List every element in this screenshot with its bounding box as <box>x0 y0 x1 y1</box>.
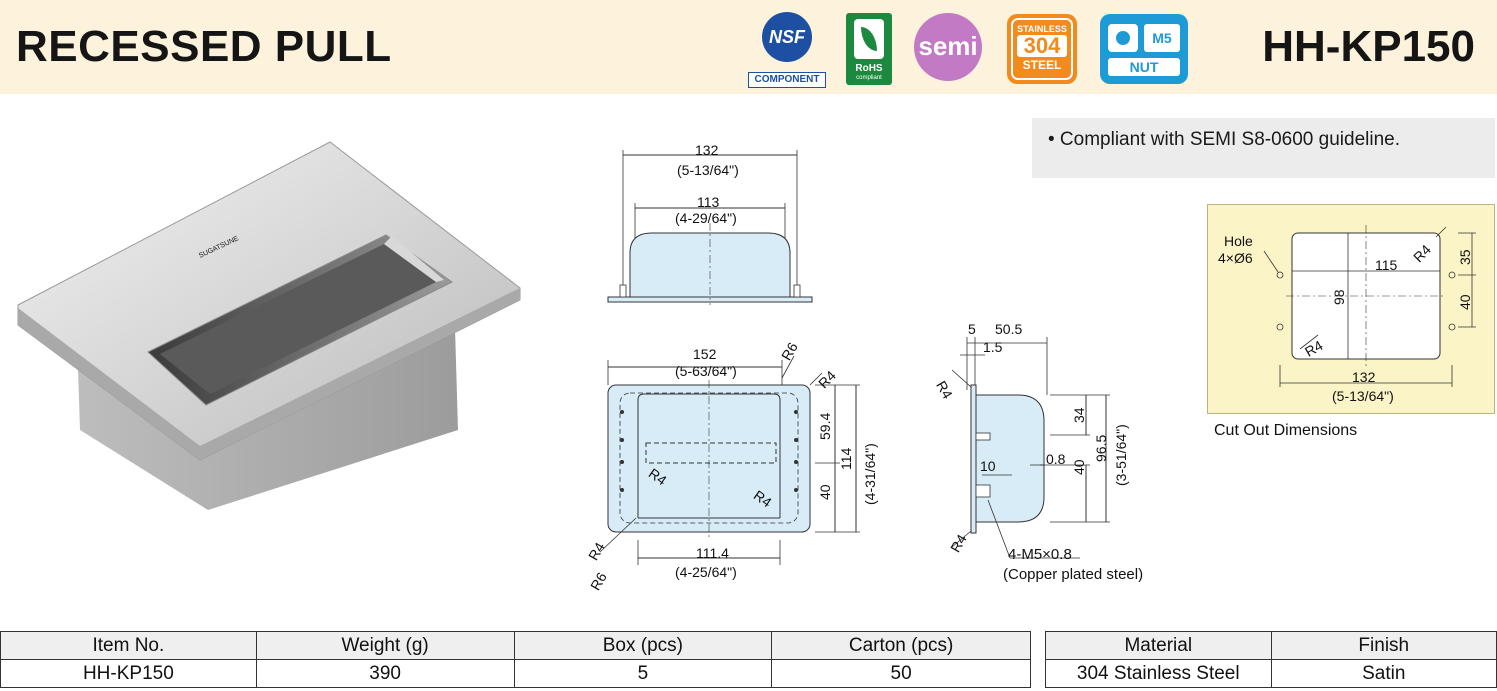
rohs-label: RoHS <box>855 63 883 74</box>
stainless-label: STAINLESS <box>1017 24 1067 34</box>
page-title: RECESSED PULL <box>16 22 392 71</box>
dim-side-40: 40 <box>1071 459 1087 475</box>
side-view-drawing <box>951 337 1110 559</box>
dim-side-5: 5 <box>968 321 976 337</box>
dim-side-0-8: 0.8 <box>1046 451 1066 467</box>
table-row: 304 Stainless Steel Satin <box>1045 659 1497 688</box>
cutout-hole-label: Hole <box>1224 233 1253 249</box>
dim-top-outer: 132 <box>695 142 719 158</box>
nsf-component-label: COMPONENT <box>748 72 826 88</box>
dim-front-upper-height: 59.4 <box>817 412 833 440</box>
cutout-caption: Cut Out Dimensions <box>1214 422 1358 439</box>
dim-side-96-5: 96.5 <box>1093 434 1109 462</box>
cutout-width-115: 115 <box>1375 257 1398 273</box>
dim-side-50-5: 50.5 <box>995 321 1023 337</box>
cell-weight: 390 <box>255 659 515 688</box>
col-carton: Carton (pcs) <box>771 631 1031 660</box>
thread-spec: 4-M5×0.8 <box>1008 546 1072 563</box>
dim-top-inner-inch: (4-29/64") <box>675 210 737 226</box>
model-number: HH-KP150 <box>1262 22 1475 71</box>
thread-material-note: (Copper plated steel) <box>1003 566 1144 583</box>
cutout-hole-spec: 4×Ø6 <box>1218 250 1253 266</box>
cutout-dimensions-panel <box>1207 204 1495 414</box>
table-row: HH-KP150 390 5 50 <box>0 659 1031 688</box>
m5-size-label: M5 <box>1144 24 1180 52</box>
dim-side-10: 10 <box>980 458 996 474</box>
dim-top-inner: 113 <box>697 194 720 210</box>
dim-front-width-inch: (5-63/64") <box>675 363 737 379</box>
front-view-drawing <box>599 355 860 565</box>
cutout-drawing <box>1263 225 1476 387</box>
rohs-badge-icon: RoHS compliant <box>846 13 892 85</box>
rohs-sub-label: compliant <box>856 75 882 81</box>
dim-top-outer-inch: (5-13/64") <box>677 162 739 178</box>
col-material: Material <box>1045 631 1272 660</box>
dim-side-34: 34 <box>1071 407 1087 423</box>
hex-nut-icon <box>1108 24 1138 52</box>
top-view-drawing <box>607 150 813 305</box>
cell-box: 5 <box>513 659 773 688</box>
table-header-row: Material Finish <box>1045 631 1497 660</box>
col-box: Box (pcs) <box>513 631 773 660</box>
stainless-grade: 304 <box>1017 35 1067 57</box>
col-weight: Weight (g) <box>255 631 515 660</box>
col-item-no: Item No. <box>0 631 257 660</box>
leaf-icon <box>854 19 884 59</box>
steel-label: STEEL <box>1022 58 1062 72</box>
spec-table: Item No. Weight (g) Box (pcs) Carton (pc… <box>0 631 1031 688</box>
material-table: Material Finish 304 Stainless Steel Sati… <box>1045 631 1497 688</box>
dim-front-height: 114 <box>838 447 854 470</box>
table-header-row: Item No. Weight (g) Box (pcs) Carton (pc… <box>0 631 1031 660</box>
nsf-logo: NSF <box>762 12 812 62</box>
cell-material: 304 Stainless Steel <box>1045 659 1272 688</box>
cutout-height-98: 98 <box>1331 289 1347 305</box>
stainless-304-badge-icon: STAINLESS 304 STEEL <box>1007 14 1077 84</box>
product-photo: SUGATSUNE <box>17 141 521 510</box>
cutout-dim-35: 35 <box>1457 249 1473 265</box>
cutout-dim-40: 40 <box>1457 294 1473 310</box>
dim-front-width: 152 <box>693 346 717 362</box>
nsf-badge-icon: NSF COMPONENT <box>748 12 826 88</box>
semi-badge-icon: semi <box>914 13 982 81</box>
cutout-width-132-inch: (5-13/64") <box>1332 388 1394 404</box>
dim-front-bottom: 111.4 <box>696 545 729 561</box>
cell-carton: 50 <box>771 659 1031 688</box>
compliance-note: • Compliant with SEMI S8-0600 guideline. <box>1032 118 1495 178</box>
header-band: RECESSED PULL NSF COMPONENT RoHS complia… <box>0 0 1497 94</box>
dim-front-bottom-inch: (4-25/64") <box>675 564 737 580</box>
dim-front-height-inch: (4-31/64") <box>862 443 878 505</box>
cell-item-no: HH-KP150 <box>0 659 257 688</box>
cell-finish: Satin <box>1270 659 1497 688</box>
cutout-width-132: 132 <box>1352 369 1376 385</box>
col-finish: Finish <box>1270 631 1497 660</box>
m5-nut-badge-icon: M5 NUT <box>1100 14 1188 84</box>
dim-side-96-5-inch: (3-51/64") <box>1113 424 1129 486</box>
nut-label: NUT <box>1108 58 1180 76</box>
dim-front-lower-height: 40 <box>817 484 833 500</box>
dim-side-1-5: 1.5 <box>983 339 1003 355</box>
